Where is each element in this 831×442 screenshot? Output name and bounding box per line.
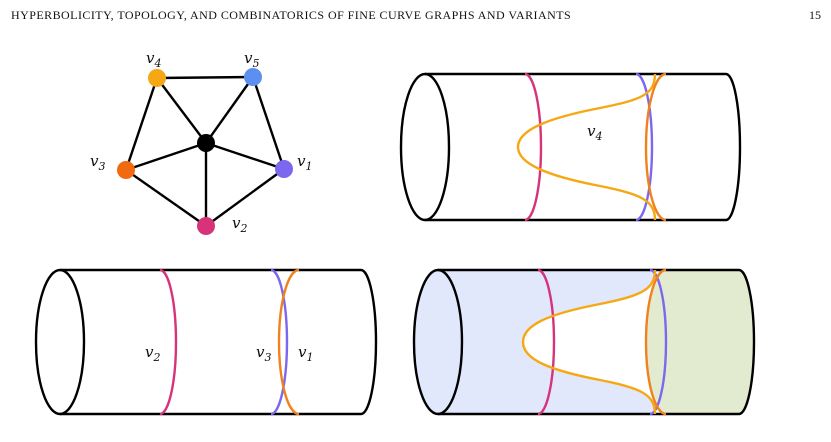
page-header: HYPERBOLICITY, TOPOLOGY, AND COMBINATORI… (0, 0, 831, 34)
cylinder-end (399, 72, 451, 222)
vertex-label-v4: v4 (146, 49, 161, 70)
edge-c-v3 (125, 141, 207, 172)
cylinder-bottom-right (412, 268, 756, 416)
graph-vertices (117, 68, 293, 235)
graph-labels: v4 v5 v3 v1 v2 (90, 49, 312, 235)
vertex-v5 (244, 68, 262, 86)
cylinder-end (34, 268, 86, 416)
curve-v2 (537, 268, 556, 416)
shaded-region-right (646, 270, 754, 414)
vertex-label-v1: v1 (297, 152, 312, 173)
vertex-label-v2: v2 (232, 214, 247, 235)
shaded-region-left (438, 270, 655, 414)
curve-v3 (635, 72, 654, 222)
curve-v2 (159, 268, 178, 416)
graph-panel (117, 68, 293, 235)
cylinder-outline (425, 72, 742, 222)
vertex-v1 (275, 160, 293, 178)
curve-label-v3: v3 (256, 343, 271, 364)
curve-v1 (644, 72, 667, 222)
edge-v5-v1 (251, 76, 286, 170)
vertex-v2 (197, 217, 215, 235)
cylinder-outline (60, 268, 378, 416)
edge-c-v1 (205, 141, 285, 171)
cylinder-outline (438, 268, 756, 416)
curve-v4 (516, 73, 657, 221)
vertex-center (197, 134, 215, 152)
shaded-region-end (414, 270, 462, 414)
cylinder-top-right: v4 (399, 72, 742, 222)
curve-label-v2: v2 (145, 343, 160, 364)
vertex-label-v5: v5 (244, 49, 259, 70)
graph-edges (124, 75, 286, 227)
curve-label-v4: v4 (587, 122, 602, 143)
page-number: 15 (809, 8, 821, 22)
vertex-v4 (148, 69, 166, 87)
edge-v4-v5 (156, 75, 254, 80)
vertex-label-v3: v3 (90, 152, 105, 173)
edge-v2-v3 (125, 169, 207, 227)
edge-v3-v4 (124, 77, 159, 171)
curve-label-v1: v1 (298, 343, 313, 364)
edge-c-v5 (205, 76, 254, 144)
cylinder-end (412, 268, 464, 416)
running-title: HYPERBOLICITY, TOPOLOGY, AND COMBINATORI… (11, 8, 572, 22)
curve-v1 (644, 268, 667, 416)
curve-v2 (524, 72, 543, 222)
cylinder-bottom-left: v2 v3 v1 (34, 268, 378, 416)
curve-v1 (277, 268, 300, 416)
curve-v3 (270, 268, 289, 416)
edge-c-v4 (156, 77, 207, 144)
curve-v4 (521, 269, 657, 415)
vertex-v3 (117, 161, 135, 179)
edge-v1-v2 (205, 168, 285, 227)
